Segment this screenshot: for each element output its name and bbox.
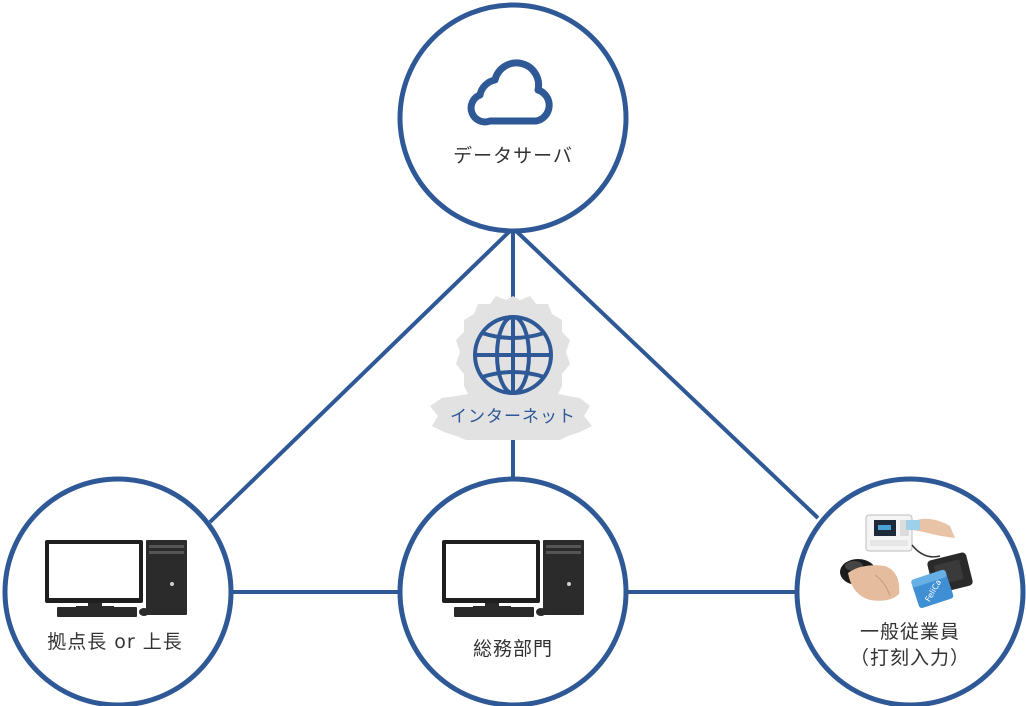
line-server-employee <box>511 226 820 520</box>
time-clock-devices-icon: FeliCa <box>840 514 973 608</box>
internet-label: インターネット <box>450 407 576 427</box>
desktop-computer-icon <box>45 540 187 617</box>
general-affairs-node: 総務部門 <box>397 476 629 706</box>
line-server-branch <box>208 226 515 524</box>
employee-node: FeliCa 一般従業員 （打刻入力） <box>794 476 1026 706</box>
desktop-computer-icon <box>442 540 584 617</box>
employee-label-line1: 一般従業員 <box>860 621 960 643</box>
employee-circle <box>794 476 1026 706</box>
cloud-icon <box>467 59 553 126</box>
server-node: データサーバ <box>397 2 629 234</box>
employee-label-line2: （打刻入力） <box>850 647 970 669</box>
branch-manager-label: 拠点長 or 上長 <box>47 631 183 653</box>
internet-node: インターネット <box>430 296 592 440</box>
general-affairs-label: 総務部門 <box>473 638 553 660</box>
server-label: データサーバ <box>453 145 573 167</box>
branch-manager-node: 拠点長 or 上長 <box>2 476 234 706</box>
globe-icon <box>473 315 553 395</box>
connection-lines <box>208 226 820 594</box>
